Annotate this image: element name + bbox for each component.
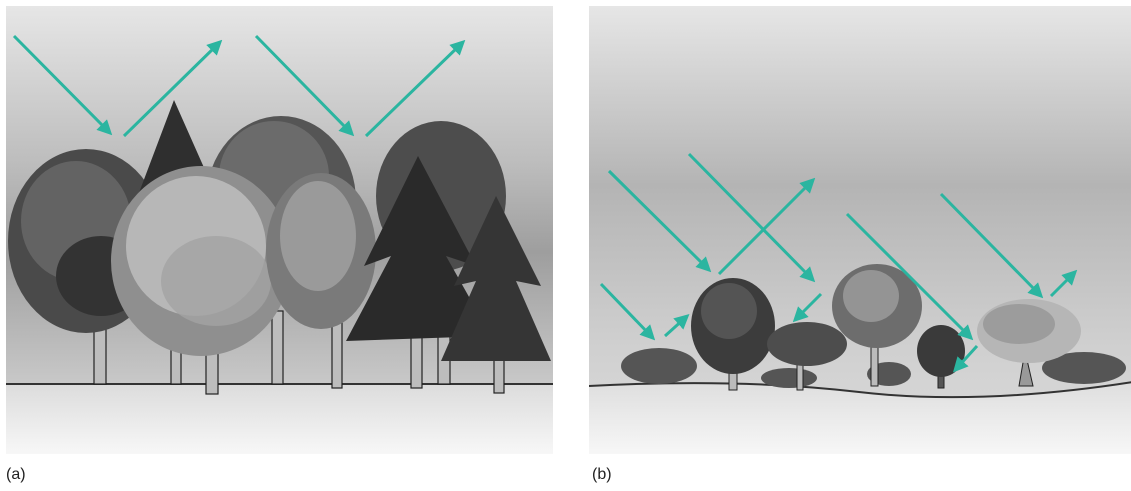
arrow-icon — [792, 292, 823, 323]
ground — [589, 382, 1131, 454]
shrub-icon — [1042, 352, 1126, 384]
shrub-icon — [761, 368, 817, 388]
arrow-icon — [952, 344, 979, 373]
arrow-icon — [122, 39, 223, 138]
tree-icon — [441, 196, 551, 361]
arrow-icon — [1049, 269, 1078, 298]
tree-icon — [111, 166, 291, 356]
arrow-icon — [687, 152, 816, 283]
arrow-icon — [607, 169, 712, 273]
tree-icon — [832, 264, 922, 387]
caption-a: (a) — [6, 466, 26, 483]
arrow-icon — [599, 282, 656, 341]
panel-b-illustration — [589, 6, 1131, 454]
arrow-icon — [845, 212, 974, 341]
arrow-icon — [717, 177, 816, 276]
caption-b: (b) — [592, 466, 612, 483]
tree-icon — [346, 156, 491, 341]
arrow-icon — [254, 34, 355, 137]
panel-a-dense-canopy — [6, 6, 553, 454]
ground — [6, 384, 553, 454]
tree-icon — [266, 173, 376, 329]
light-arrows — [12, 34, 466, 138]
tree-icon — [691, 278, 775, 391]
ground-line — [589, 381, 1131, 399]
arrow-icon — [939, 192, 1044, 299]
panel-b-sparse-vegetation — [589, 6, 1131, 454]
arrow-icon — [12, 34, 113, 136]
arrow-icon — [364, 39, 466, 138]
light-arrows — [599, 152, 1078, 373]
shrub-icon — [621, 348, 697, 384]
panel-a-illustration — [6, 6, 553, 454]
tree-icon — [767, 322, 847, 391]
arrow-icon — [663, 313, 690, 338]
tree-icon — [977, 299, 1081, 387]
